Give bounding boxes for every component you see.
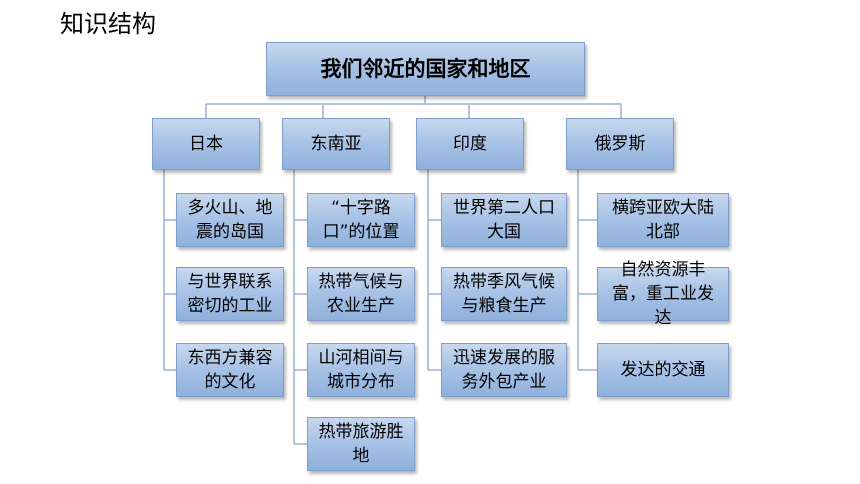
japan-item: 东西方兼容的文化 xyxy=(176,343,284,397)
root-node: 我们邻近的国家和地区 xyxy=(266,42,585,96)
southeast-asia-item: 热带旅游胜地 xyxy=(307,417,415,471)
category-india: 印度 xyxy=(416,118,524,170)
india-item: 热带季风气候与粮食生产 xyxy=(441,267,567,321)
section-title: 知识结构 xyxy=(60,10,156,38)
category-russia: 俄罗斯 xyxy=(566,118,674,170)
category-japan: 日本 xyxy=(152,118,260,170)
japan-item: 多火山、地震的岛国 xyxy=(176,193,284,247)
japan-item: 与世界联系密切的工业 xyxy=(176,267,284,321)
russia-item: 横跨亚欧大陆北部 xyxy=(597,193,729,247)
southeast-asia-item: 热带气候与农业生产 xyxy=(307,267,415,321)
category-southeast-asia: 东南亚 xyxy=(282,118,390,170)
southeast-asia-item: “十字路口”的位置 xyxy=(307,193,415,247)
russia-item: 自然资源丰富，重工业发达 xyxy=(597,260,729,328)
india-item: 迅速发展的服务外包产业 xyxy=(441,343,567,397)
russia-item: 发达的交通 xyxy=(597,343,729,397)
india-item: 世界第二人口大国 xyxy=(441,193,567,247)
southeast-asia-item: 山河相间与城市分布 xyxy=(307,343,415,397)
